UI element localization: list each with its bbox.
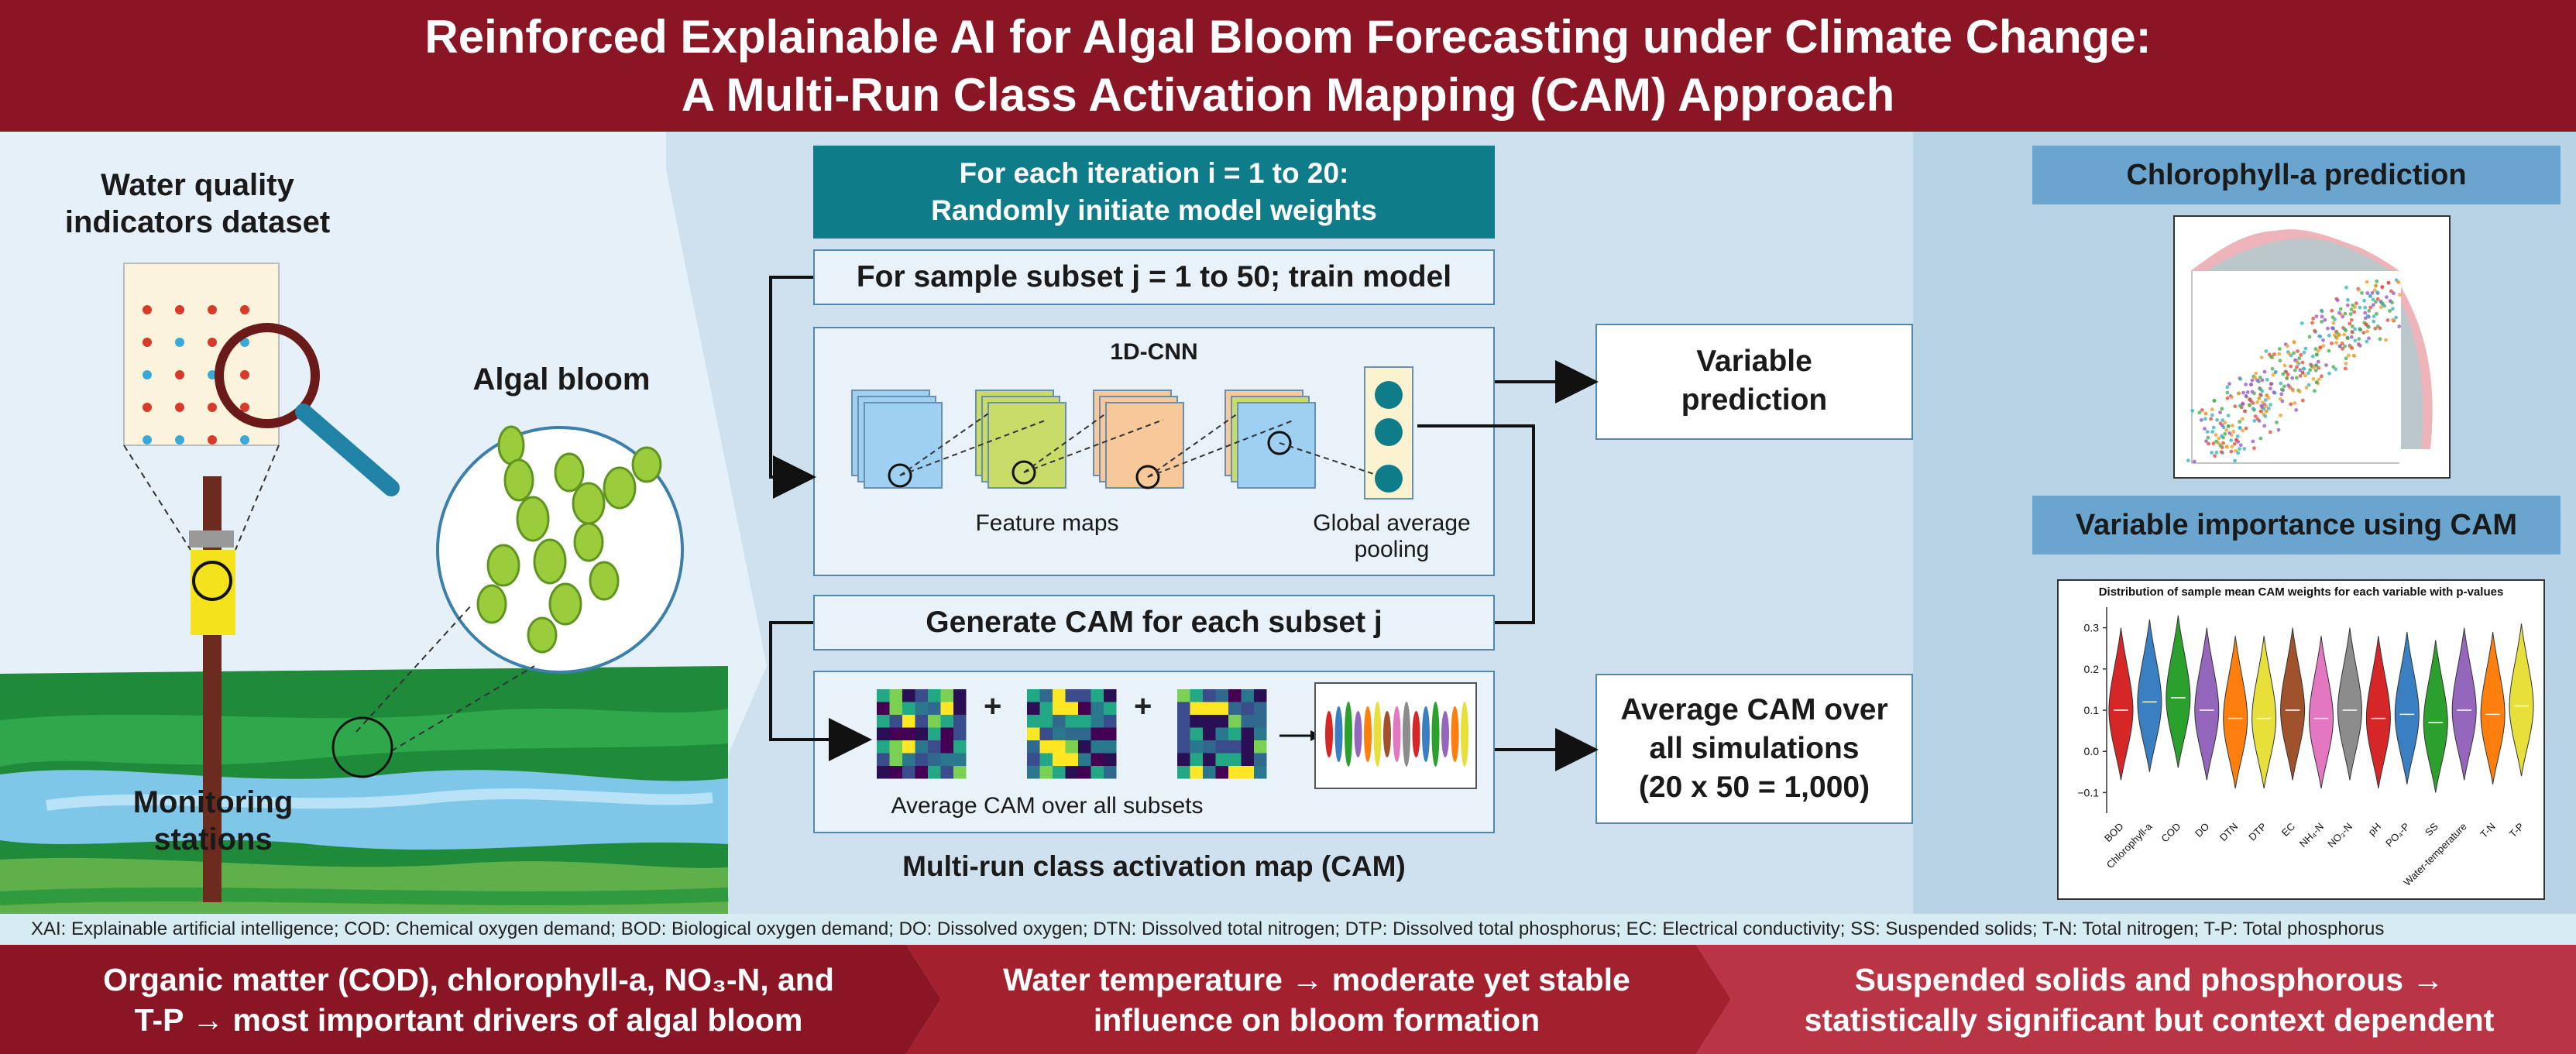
variable-prediction-box: Variable prediction (1595, 324, 1913, 440)
x-tick-label: pH (2366, 821, 2383, 838)
multirun-cam-label: Multi-run class activation map (CAM) (902, 850, 1406, 882)
generate-cam-box: Generate CAM for each subset j (813, 595, 1495, 651)
violin-DTN (2223, 636, 2248, 789)
gap-label: Global average pooling (1313, 510, 1471, 562)
cam-heatmap-1 (877, 689, 967, 779)
violin-NO₃-N (2337, 627, 2362, 781)
violin-plot: Distribution of sample mean CAM weights … (2057, 579, 2545, 900)
dataset-dots (143, 305, 249, 445)
violin-DTP (2251, 636, 2277, 789)
chl-scatter-plot (2173, 215, 2451, 479)
x-tick-label: DO (2193, 821, 2211, 839)
x-tick-label: NO₃-N (2325, 821, 2354, 850)
plus-sign-1: + (984, 689, 1002, 723)
y-tick-label: −0.1 (2077, 786, 2099, 798)
scatter-points (2186, 278, 2403, 464)
abbreviations-footnote: XAI: Explainable artificial intelligence… (0, 914, 2576, 945)
x-tick-label: NH₄-N (2297, 821, 2326, 850)
iteration-box: For each iteration i = 1 to 20: Randomly… (813, 146, 1495, 239)
violin-SS (2423, 640, 2448, 793)
finding-1: Organic matter (COD), chlorophyll-a, NO₃… (103, 961, 834, 1038)
scatter-graphic (2186, 229, 2433, 464)
title-bar: Reinforced Explainable AI for Algal Bloo… (0, 0, 2576, 132)
x-tick-label: DTN (2217, 821, 2240, 843)
algal-bloom-label: Algal bloom (472, 362, 651, 397)
cam-importance-header: Variable importance using CAM (2032, 496, 2561, 554)
violin-pH (2365, 636, 2391, 789)
cam-heatmap-3 (1177, 689, 1267, 779)
violin-Chlorophyll-a (2137, 619, 2162, 772)
x-tick-label: SS (2423, 820, 2440, 838)
violin-Water-temperature (2451, 627, 2477, 781)
violin-BOD (2108, 627, 2134, 781)
x-tick-label: DTP (2246, 821, 2269, 843)
cam-average-box: + + Average CAM over all subsets (813, 671, 1495, 833)
violin-T-P (2509, 623, 2534, 777)
cam-grids (877, 682, 1477, 789)
subset-train-box: For sample subset j = 1 to 50; train mod… (813, 249, 1495, 305)
y-tick-label: 0.2 (2084, 663, 2100, 675)
cnn-title: 1D-CNN (1110, 339, 1198, 365)
x-tick-label: PO₄-P (2383, 821, 2412, 850)
violin-T-N (2480, 631, 2506, 784)
cnn-box: 1D-CNN Feature maps Global average pooli… (813, 327, 1495, 576)
y-tick-label: 0.3 (2084, 622, 2100, 634)
violin-PO₄-P (2394, 631, 2420, 784)
dataset-label: Water quality indicators dataset (64, 168, 331, 239)
cam-heatmap-2 (1027, 689, 1117, 779)
mini-violin-thumbnail (1314, 682, 1477, 789)
violin-EC (2280, 627, 2306, 781)
violin-COD (2166, 615, 2191, 768)
x-tick-label: COD (2159, 821, 2183, 845)
feature-maps-label: Feature maps (975, 510, 1119, 536)
y-tick-label: 0.1 (2084, 704, 2100, 716)
water-illustration (0, 263, 729, 914)
violin-NH₄-N (2308, 636, 2334, 789)
title-line-2: A Multi-Run Class Activation Mapping (CA… (681, 69, 1895, 121)
finding-3: Suspended solids and phosphorous →statis… (1804, 961, 2495, 1038)
cnn-diagram (851, 366, 1413, 500)
violin-DO (2194, 627, 2220, 781)
x-tick-label: BOD (2102, 821, 2126, 845)
x-tick-label: EC (2279, 821, 2297, 839)
monitoring-stations-label: Monitoring stations (132, 785, 294, 857)
plus-sign-2: + (1134, 689, 1152, 723)
x-tick-label: T-N (2478, 821, 2497, 840)
x-tick-label: T-P (2507, 821, 2526, 840)
avg-subsets-label: Average CAM over all subsets (891, 793, 1204, 819)
average-cam-box: Average CAM over all simulations (20 x 5… (1595, 674, 1913, 824)
chl-prediction-header: Chlorophyll-a prediction (2032, 146, 2561, 204)
y-tick-label: 0.0 (2084, 745, 2100, 757)
findings-background (0, 945, 2576, 1054)
violin-title: Distribution of sample mean CAM weights … (2098, 585, 2504, 599)
title-line-1: Reinforced Explainable AI for Algal Bloo… (424, 11, 2152, 63)
